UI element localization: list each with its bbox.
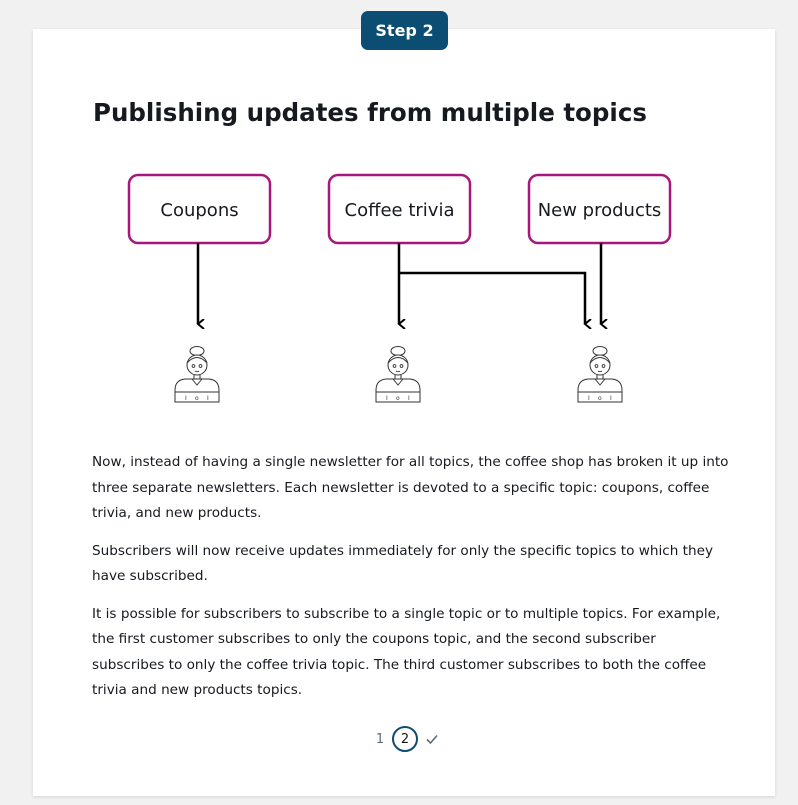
paragraph-2: Subscribers will now receive updates imm… bbox=[92, 542, 713, 585]
page-title: Publishing updates from multiple topics bbox=[93, 98, 647, 127]
topic-label-coffee-trivia: Coffee trivia bbox=[345, 200, 455, 221]
topic-box-coupons bbox=[127, 173, 272, 245]
pagination: 1 2 bbox=[370, 726, 440, 752]
checkmark-icon[interactable] bbox=[424, 731, 440, 747]
subscriber-1-icon bbox=[174, 346, 220, 403]
lesson-body: Now, instead of having a single newslett… bbox=[92, 450, 732, 716]
subscriber-3-icon bbox=[577, 346, 623, 403]
paragraph-1: Now, instead of having a single newslett… bbox=[92, 454, 729, 521]
arrow-trivia-to-subscriber-3 bbox=[399, 271, 585, 324]
lesson-card bbox=[33, 29, 775, 796]
page-2-label: 2 bbox=[400, 731, 410, 747]
topic-box-new-products bbox=[527, 173, 672, 245]
paragraph-3: It is possible for subscribers to subscr… bbox=[92, 605, 721, 699]
topic-label-coupons: Coupons bbox=[160, 200, 238, 221]
topic-label-new-products: New products bbox=[538, 200, 662, 221]
page-2-button-current[interactable]: 2 bbox=[392, 726, 418, 752]
subscriber-2-icon bbox=[375, 346, 421, 403]
topics-diagram: I o I Coupons Coffee trivia New products bbox=[127, 173, 672, 403]
page-1-button[interactable]: 1 bbox=[375, 731, 385, 747]
step-badge: Step 2 bbox=[361, 11, 448, 50]
